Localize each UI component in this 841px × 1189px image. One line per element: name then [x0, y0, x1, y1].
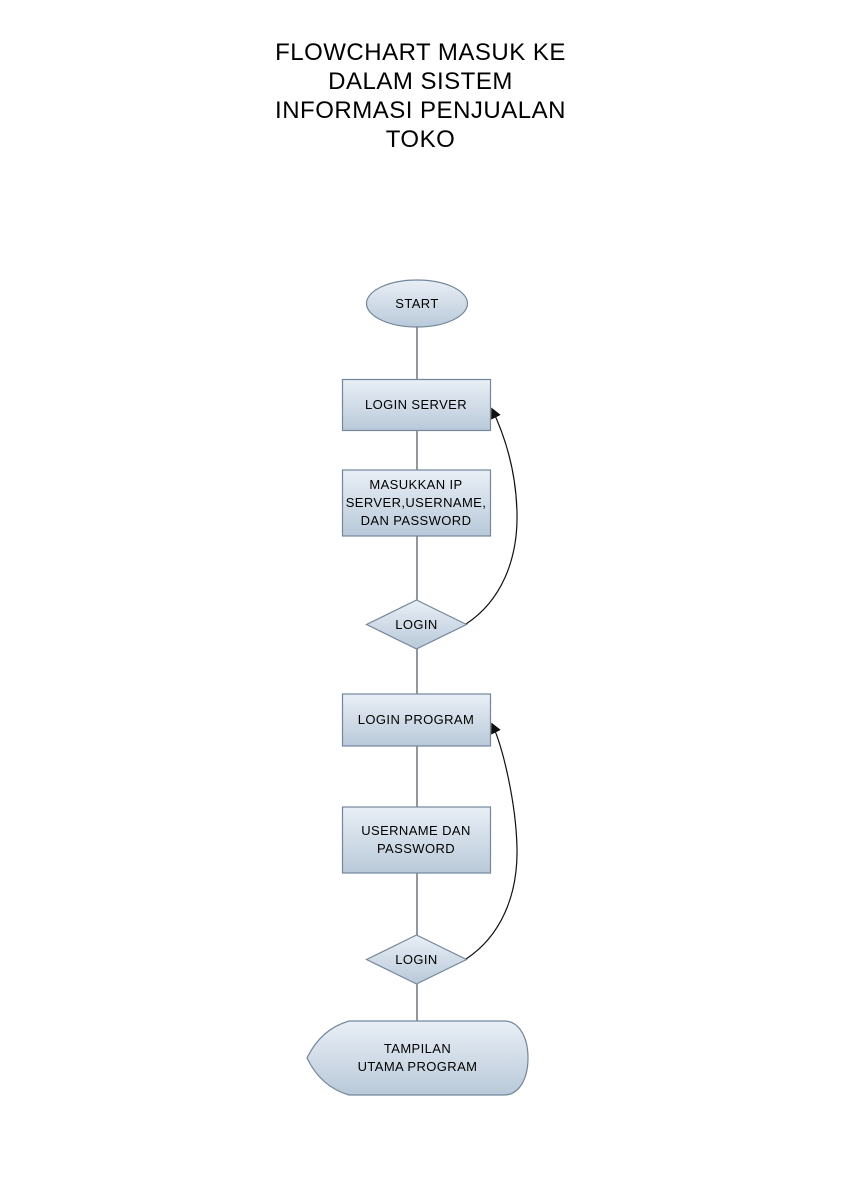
login-server-box — [341, 378, 492, 432]
loop-arrow-decision1-to-login-server — [465, 407, 518, 625]
page-title: FLOWCHART MASUK KE DALAM SISTEM INFORMAS… — [275, 39, 566, 153]
loop-arrow-decision2-to-login-program — [465, 722, 518, 960]
input-credentials-box — [341, 469, 492, 537]
decision1-diamond — [365, 599, 468, 650]
username-password-box — [341, 806, 492, 874]
start-terminator-shape — [365, 279, 469, 328]
display-shape — [306, 1020, 529, 1096]
decision2-diamond — [365, 934, 468, 985]
login-program-box — [341, 693, 492, 747]
